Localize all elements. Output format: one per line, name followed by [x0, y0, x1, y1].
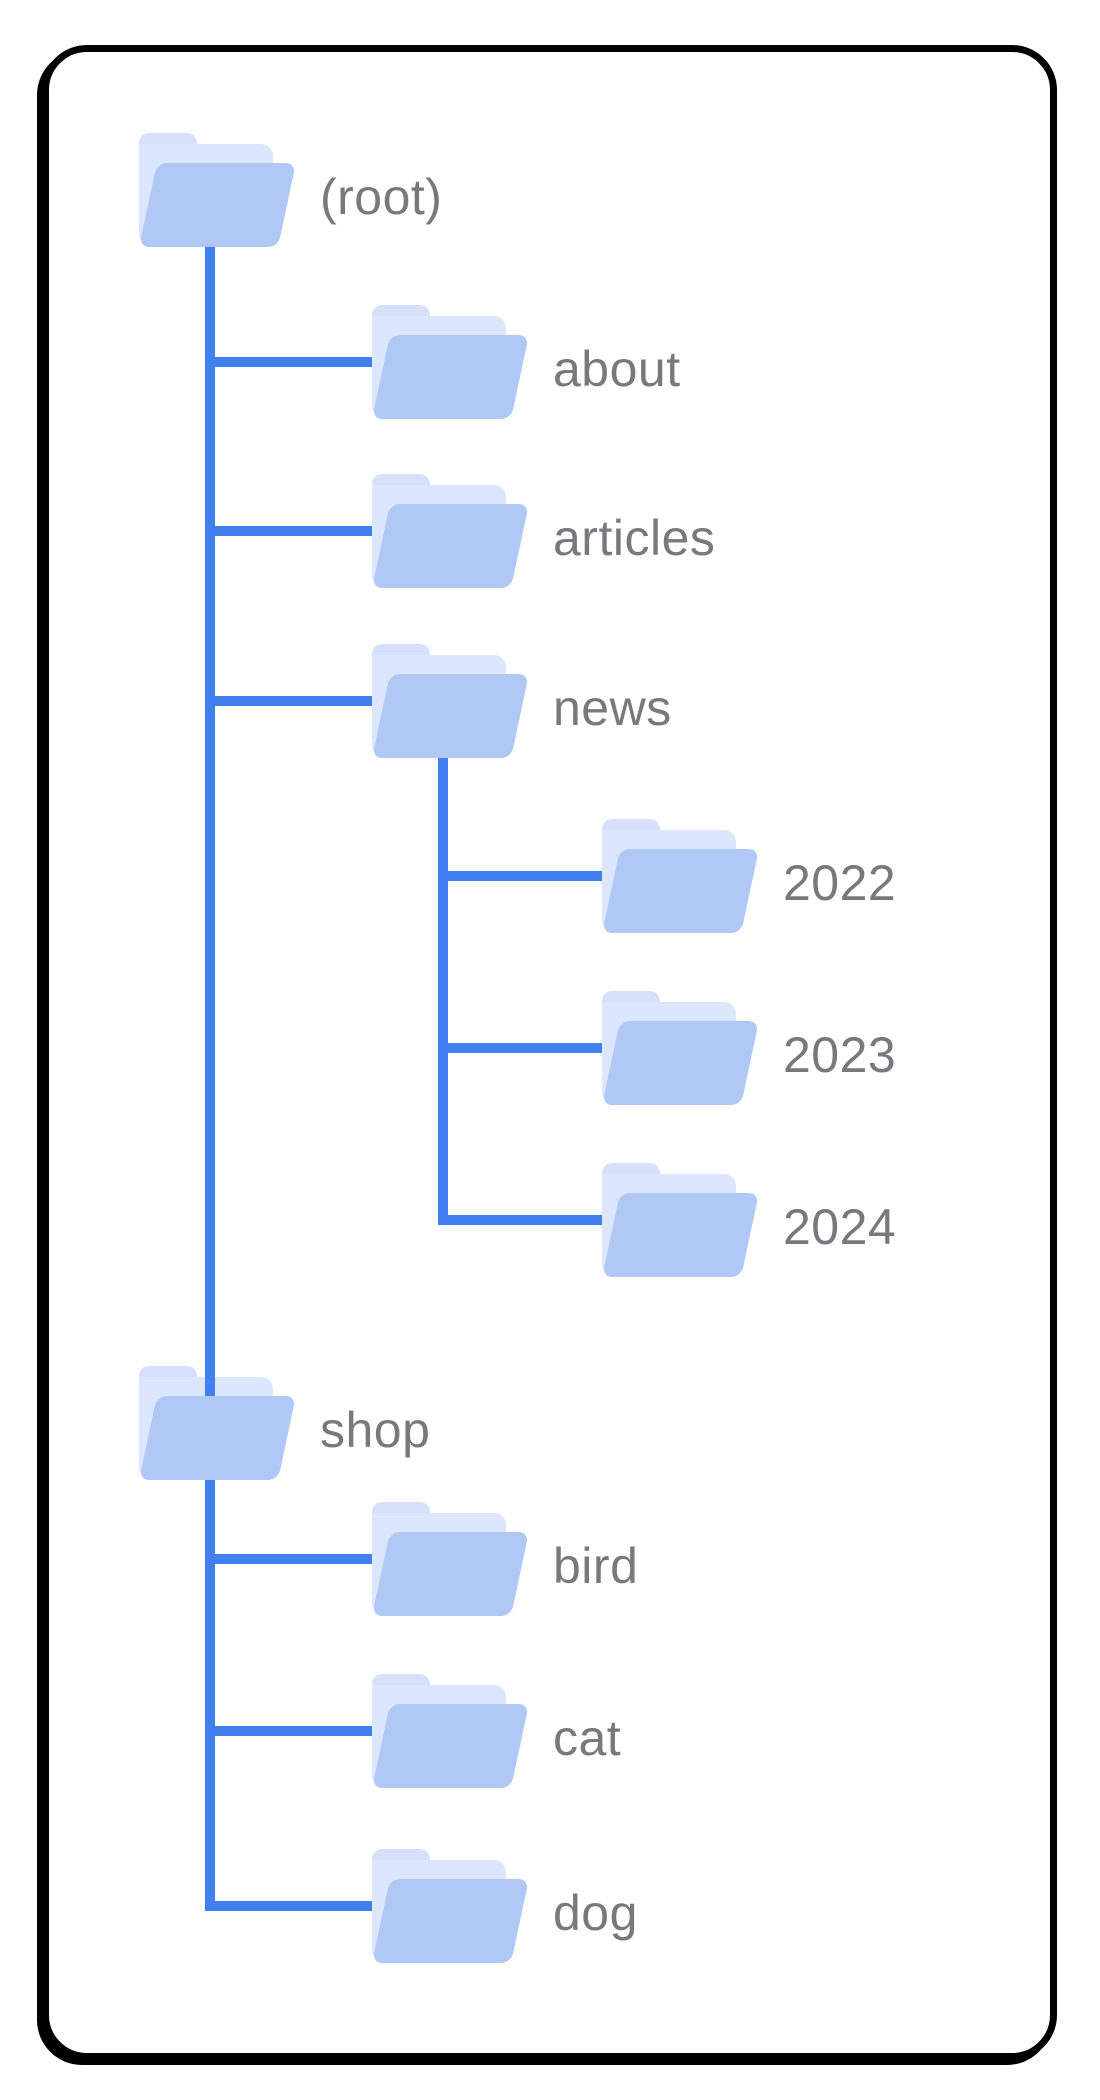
- folder-icon-cat: [372, 1674, 529, 1788]
- folder-label-dog: dog: [553, 1885, 638, 1941]
- folder-icon-about: [372, 305, 529, 419]
- folder-flap: [372, 1879, 529, 1963]
- folder-icon-2023: [602, 991, 759, 1105]
- tree-trunk-line: [205, 247, 215, 1911]
- tree-branch-line: [205, 1554, 372, 1564]
- tree-branch-line: [205, 1726, 372, 1736]
- folder-flap: [139, 1396, 296, 1480]
- folder-label-root: (root): [320, 169, 443, 225]
- folder-icon-root: [139, 133, 296, 247]
- folder-label-cat: cat: [553, 1710, 622, 1766]
- folder-label-shop: shop: [320, 1402, 431, 1458]
- tree-branch-line: [438, 871, 602, 881]
- folder-label-2022: 2022: [783, 855, 897, 911]
- tree-branch-line: [205, 1901, 372, 1911]
- folder-flap: [372, 504, 529, 588]
- folder-flap: [372, 1532, 529, 1616]
- tree-branch-line: [205, 526, 372, 536]
- folder-label-2024: 2024: [783, 1199, 897, 1255]
- folder-flap: [602, 1193, 759, 1277]
- folder-label-articles: articles: [553, 510, 716, 566]
- folder-icon-dog: [372, 1849, 529, 1963]
- folder-flap: [602, 1021, 759, 1105]
- folder-flap: [602, 849, 759, 933]
- folder-icon-shop: [139, 1366, 296, 1480]
- folder-flap: [372, 335, 529, 419]
- folder-icon-news: [372, 644, 529, 758]
- folder-label-news: news: [553, 680, 672, 736]
- tree-branch-line: [205, 357, 372, 367]
- folder-icon-bird: [372, 1502, 529, 1616]
- tree-branch-line: [438, 1043, 602, 1053]
- folder-label-bird: bird: [553, 1538, 639, 1594]
- folder-icon-2024: [602, 1163, 759, 1277]
- folder-flap: [372, 674, 529, 758]
- folder-flap: [139, 163, 296, 247]
- folder-label-about: about: [553, 341, 681, 397]
- folder-icon-2022: [602, 819, 759, 933]
- tree-branch-line: [438, 1215, 602, 1225]
- tree-branch-line: [205, 696, 372, 706]
- folder-label-2023: 2023: [783, 1027, 897, 1083]
- tree-trunk-line: [438, 758, 448, 1225]
- folder-flap: [372, 1704, 529, 1788]
- folder-icon-articles: [372, 474, 529, 588]
